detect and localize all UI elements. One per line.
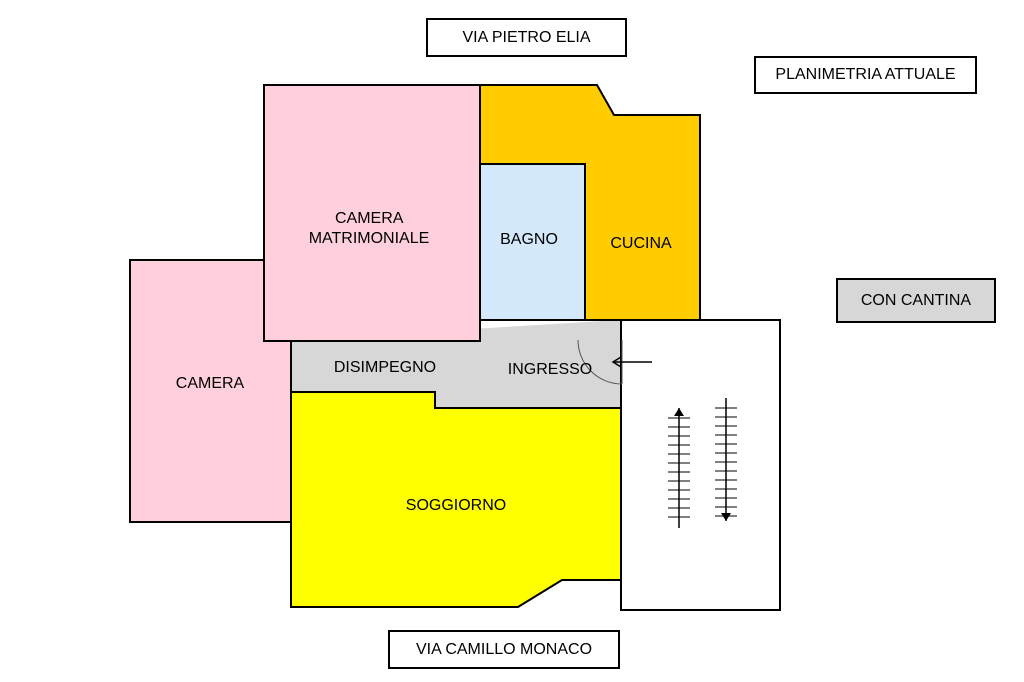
room-bagno bbox=[479, 163, 586, 321]
entrance-arrow-head bbox=[611, 356, 622, 368]
label-ingresso: INGRESSO bbox=[508, 361, 592, 378]
label-camera-matrimoniale-line1: CAMERA bbox=[335, 210, 404, 227]
label-camera-matrimoniale-line2: MATRIMONIALE bbox=[309, 230, 430, 247]
entrance-door bbox=[577, 339, 623, 385]
label-cucina: CUCINA bbox=[610, 235, 672, 252]
street-label-north: VIA PIETRO ELIA bbox=[426, 18, 627, 57]
staircase bbox=[620, 319, 781, 611]
stair-flight-down bbox=[715, 398, 737, 521]
street-label-south: VIA CAMILLO MONACO bbox=[388, 630, 620, 669]
label-camera-matrimoniale: CAMERA MATRIMONIALE bbox=[309, 210, 430, 247]
label-bagno: BAGNO bbox=[500, 231, 558, 248]
stair-flight-up bbox=[668, 408, 690, 528]
room-camera-matrimoniale bbox=[263, 84, 481, 342]
cellar-label: CON CANTINA bbox=[836, 278, 996, 323]
stair-arrow-down-icon bbox=[721, 513, 731, 521]
stair-arrow-up-icon bbox=[674, 408, 684, 416]
label-camera: CAMERA bbox=[176, 375, 245, 392]
label-soggiorno: SOGGIORNO bbox=[406, 497, 506, 514]
label-disimpegno: DISIMPEGNO bbox=[334, 359, 436, 376]
plan-status-label: PLANIMETRIA ATTUALE bbox=[754, 56, 977, 94]
